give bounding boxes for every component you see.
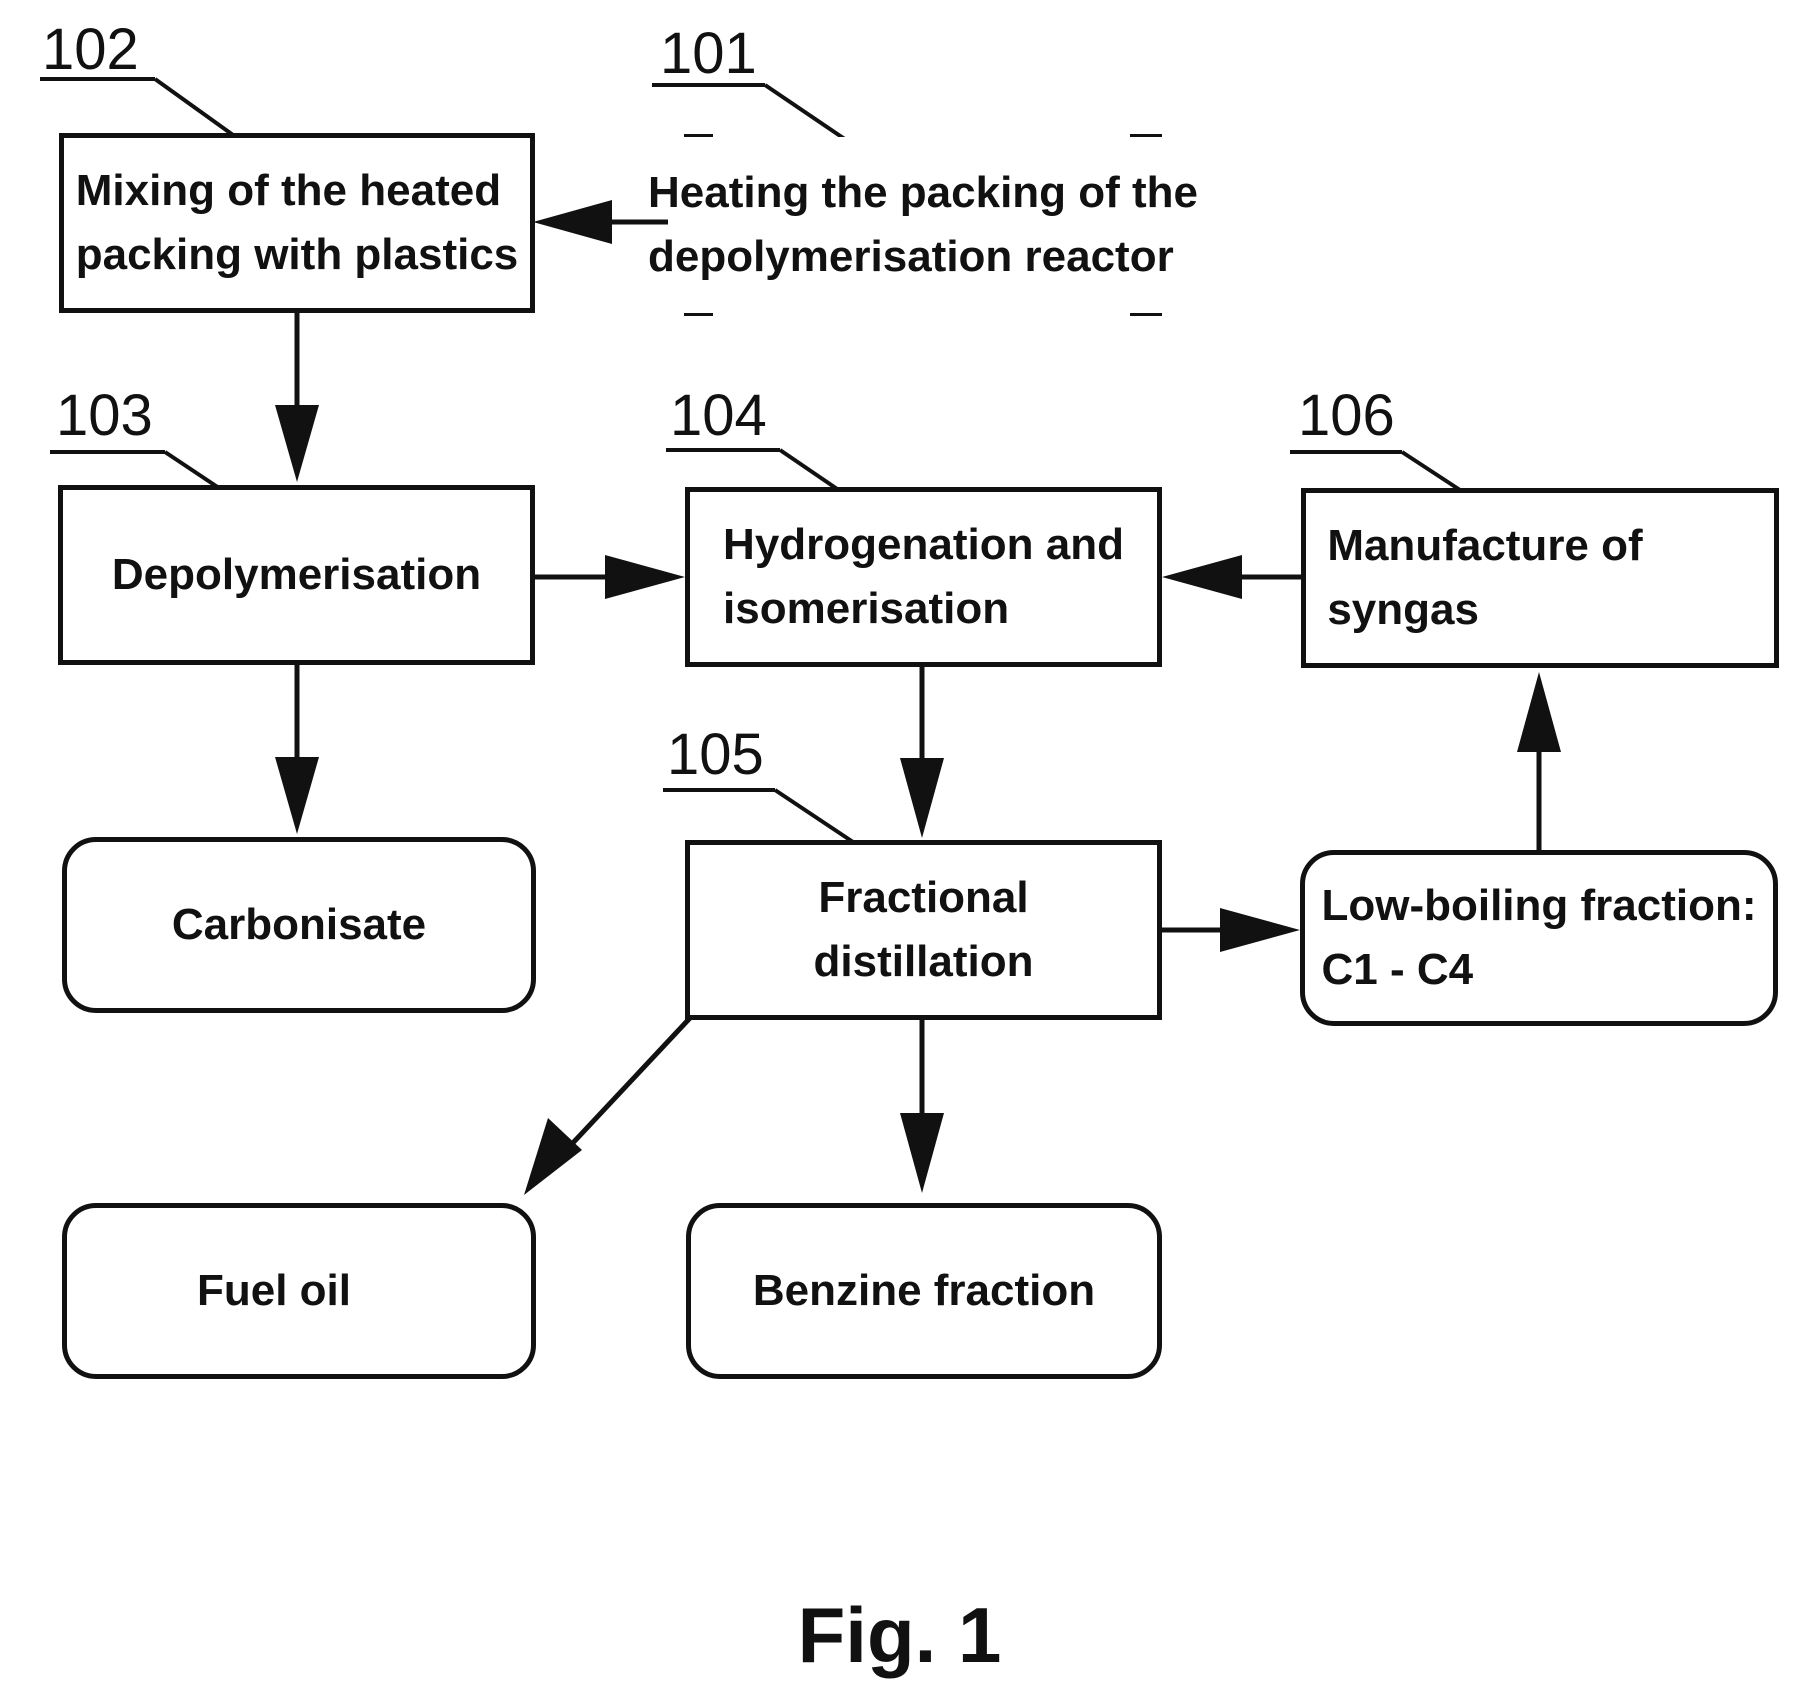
fueloil-box: Fuel oil — [62, 1203, 536, 1379]
ref-105: 105 — [667, 725, 764, 785]
arrowhead-105-to-fueloil — [524, 1118, 582, 1195]
leader-102-slant — [155, 79, 240, 140]
arrowhead-104-to-105 — [900, 758, 944, 838]
lowboiling-line-2: C1 - C4 — [1321, 938, 1756, 1002]
arrowhead-103-to-104 — [605, 555, 685, 599]
ref-104: 104 — [670, 386, 767, 446]
depolymerisation-box: Depolymerisation — [58, 485, 535, 665]
syngas-line-1: Manufacture of — [1327, 514, 1642, 578]
arrowhead-102-to-103 — [275, 405, 319, 482]
hydrogenation-line-2: isomerisation — [723, 577, 1124, 641]
lowboiling-line-1: Low-boiling fraction: — [1321, 874, 1756, 938]
ref-103: 103 — [56, 386, 153, 446]
heating-line-1: Heating the packing of the — [648, 161, 1198, 225]
fueloil-line-1: Fuel oil — [197, 1259, 351, 1323]
mixing-box: Mixing of the heated packing with plasti… — [59, 133, 535, 313]
fractional-line-2: distillation — [814, 930, 1034, 994]
arrow-105-to-fueloil-line — [570, 1018, 690, 1146]
arrowhead-105-to-benzine — [900, 1113, 944, 1193]
heating-line-2: depolymerisation reactor — [648, 225, 1198, 289]
mixing-line-1: Mixing of the heated — [76, 159, 519, 223]
hydrogenation-line-1: Hydrogenation and — [723, 513, 1124, 577]
benzine-box: Benzine fraction — [686, 1203, 1162, 1379]
syngas-box: Manufacture of syngas — [1301, 488, 1779, 668]
benzine-line-1: Benzine fraction — [753, 1259, 1095, 1323]
arrowheads — [275, 200, 1561, 1195]
mixing-line-2: packing with plastics — [76, 223, 519, 287]
carbonisate-line-1: Carbonisate — [172, 893, 426, 957]
fractional-box: Fractional distillation — [685, 840, 1162, 1020]
heating-box: Heating the packing of the depolymerisat… — [682, 137, 1164, 313]
ref-101: 101 — [660, 24, 757, 84]
fractional-line-1: Fractional — [814, 866, 1034, 930]
lowboiling-box: Low-boiling fraction: C1 - C4 — [1300, 850, 1778, 1026]
leader-106-slant — [1402, 452, 1460, 490]
depolymerisation-line-1: Depolymerisation — [112, 543, 481, 607]
syngas-line-2: syngas — [1327, 578, 1642, 642]
arrowhead-101-to-102 — [533, 200, 612, 244]
arrowhead-lowboiling-to-106 — [1517, 672, 1561, 752]
arrowhead-106-to-104 — [1162, 555, 1242, 599]
hydrogenation-box: Hydrogenation and isomerisation — [685, 487, 1162, 667]
figure-caption: Fig. 1 — [0, 1590, 1799, 1680]
carbonisate-box: Carbonisate — [62, 837, 536, 1013]
ref-102: 102 — [42, 20, 139, 80]
arrowhead-103-to-carbonisate — [275, 757, 319, 834]
ref-106: 106 — [1298, 386, 1395, 446]
arrowhead-105-to-lowboiling — [1220, 908, 1300, 952]
